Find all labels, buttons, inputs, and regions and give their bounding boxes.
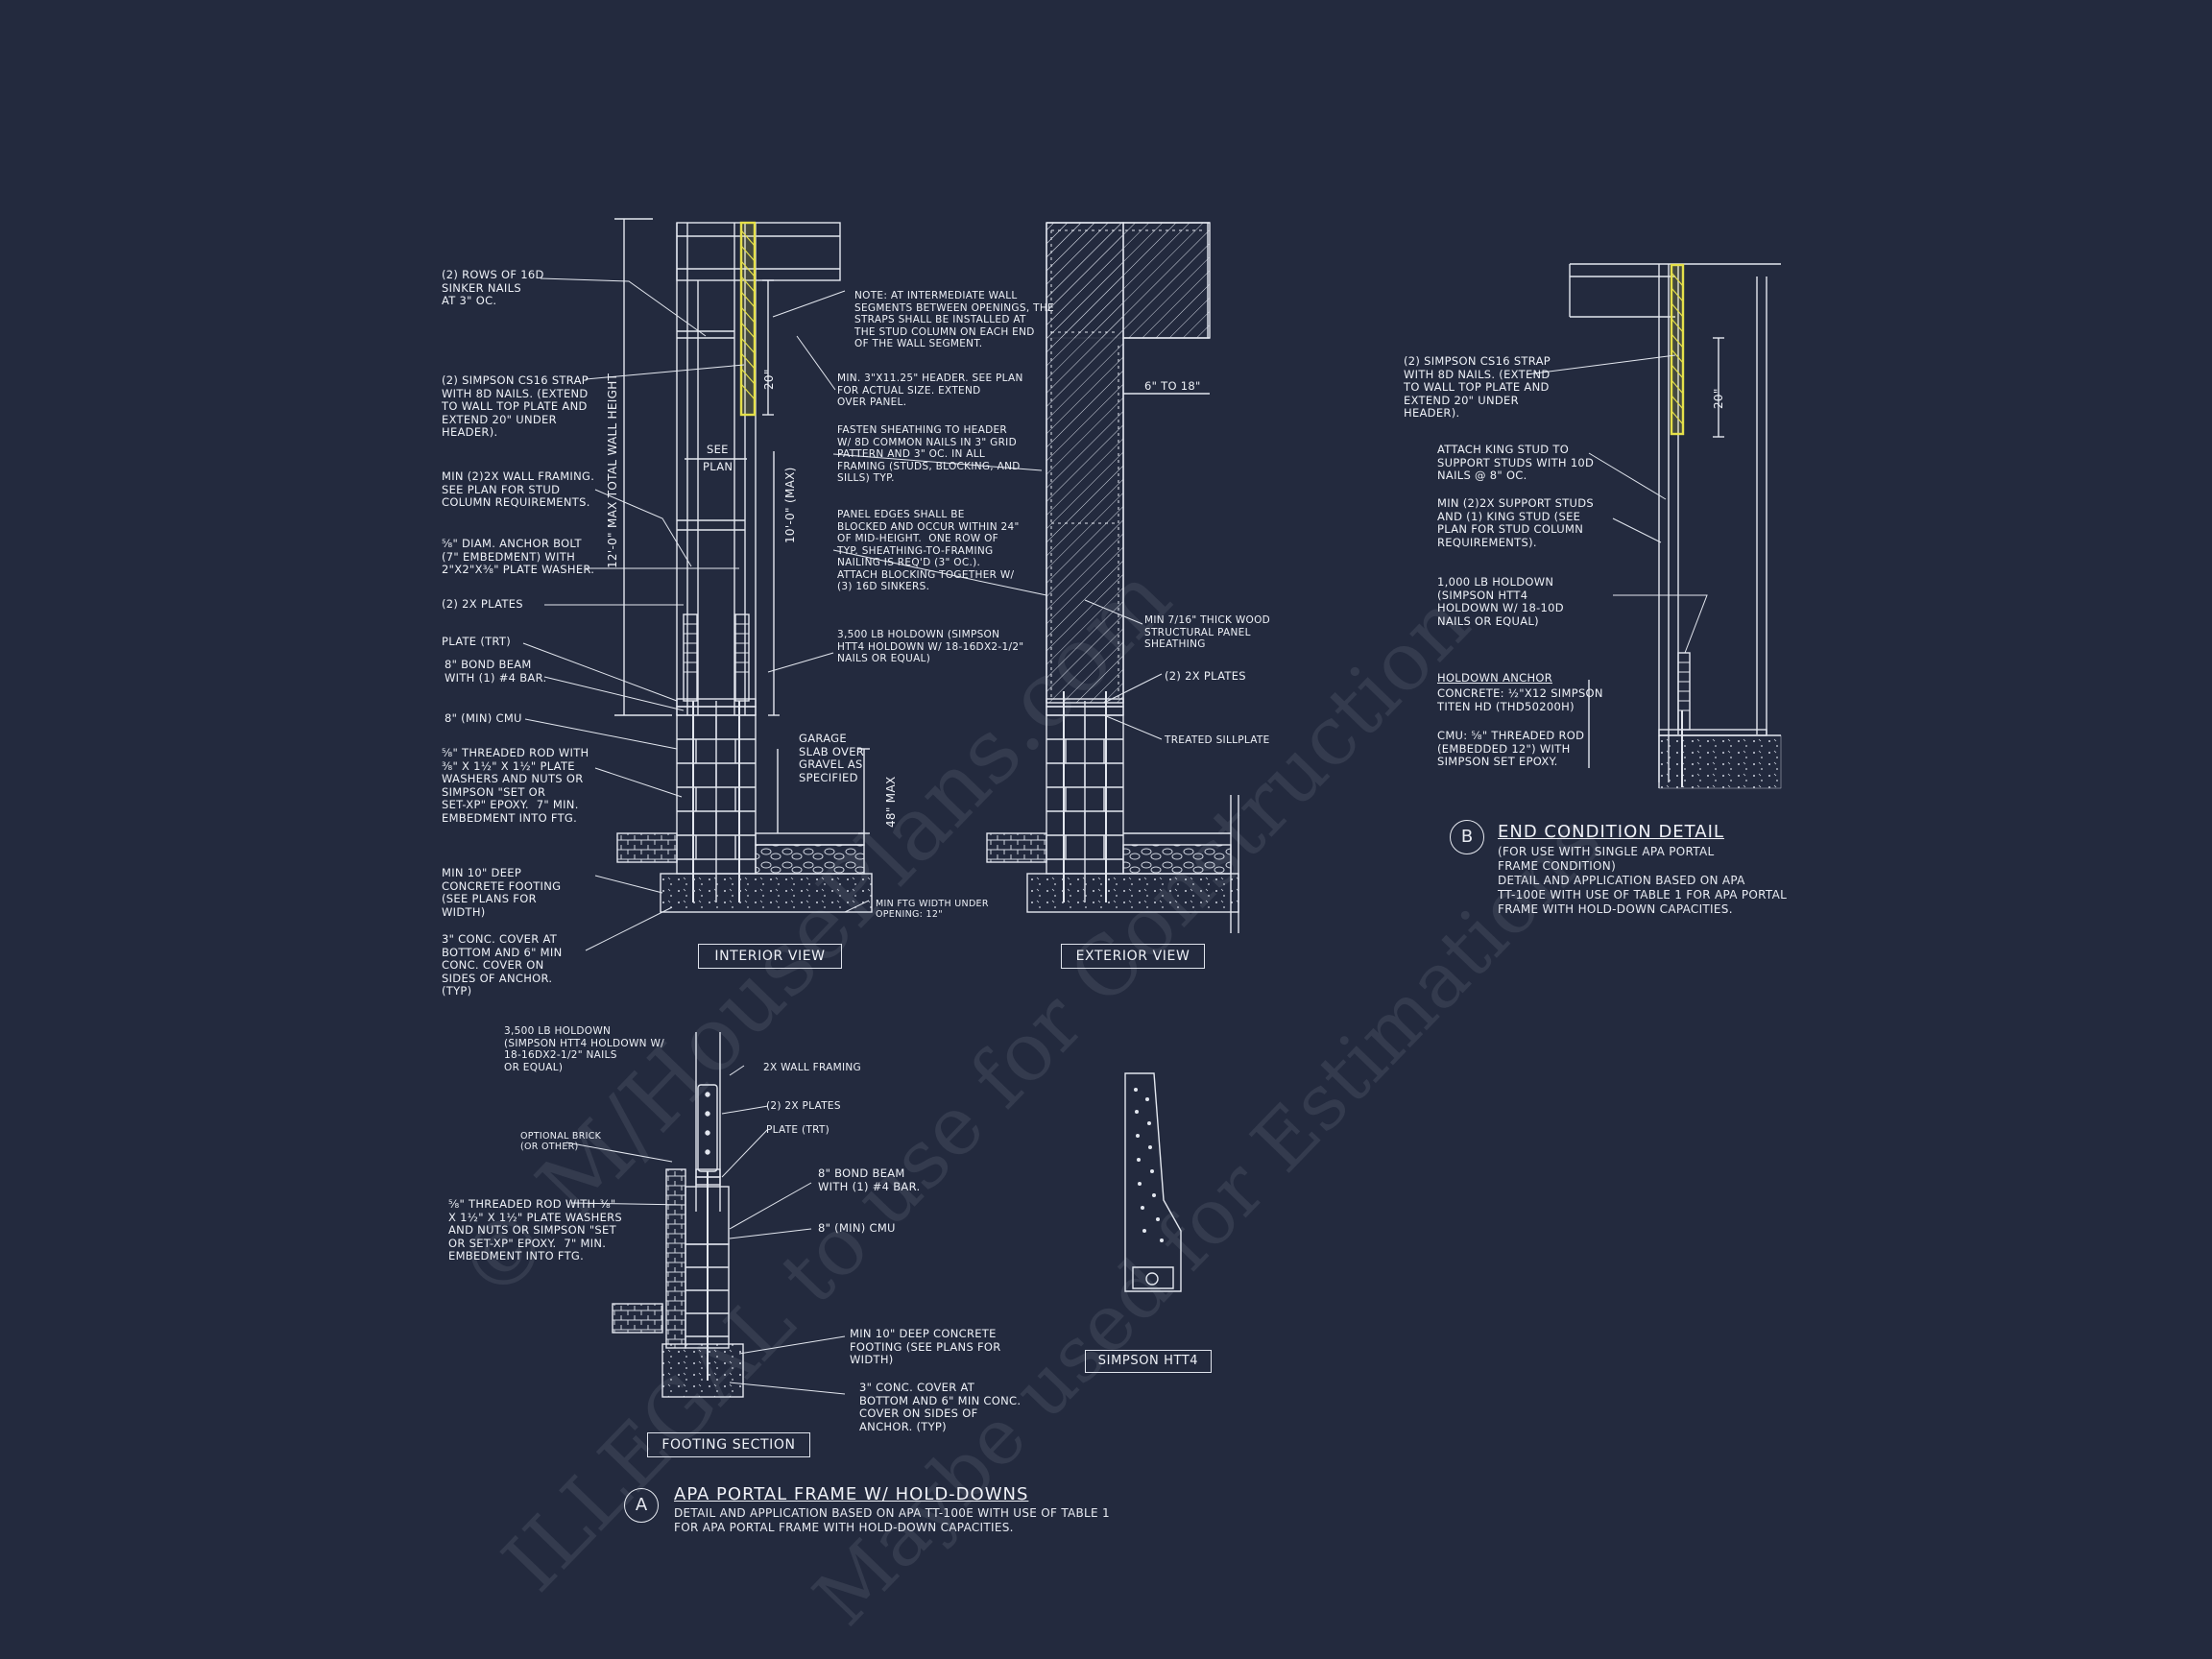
heading-end-condition: END CONDITION DETAIL bbox=[1498, 822, 1724, 842]
note-header: MIN. 3"x11.25" HEADER. SEE PLAN FOR ACTU… bbox=[837, 373, 1023, 408]
note-fs-threaded-rod: ⅝" THREADED ROD WITH ⅜" x 1½" x 1½" PLAT… bbox=[448, 1197, 623, 1262]
note-fs-3500-holdown: 3,500 LB HOLDOWN (SIMPSON HTT4 HOLDOWN W… bbox=[504, 1025, 664, 1073]
detail-marker-b: B bbox=[1450, 820, 1484, 854]
note-ext-2x-plates: (2) 2x PLATES bbox=[1165, 669, 1246, 683]
dim-10ft-max: 10'-0" (MAX) bbox=[783, 467, 797, 543]
detail-marker-a: A bbox=[624, 1488, 659, 1523]
desc-apa-portal-frame: DETAIL AND APPLICATION BASED ON APA TT-1… bbox=[674, 1506, 1110, 1534]
note-min-ftg-width: MIN FTG WIDTH UNDER OPENING: 12" bbox=[876, 899, 989, 920]
note-1000-holdown: 1,000 LB HOLDOWN (SIMPSON HTT4 HOLDOWN W… bbox=[1437, 575, 1564, 628]
dim-20in: 20" bbox=[762, 369, 776, 390]
note-conc-cover: 3" CONC. COVER AT BOTTOM AND 6" MIN CONC… bbox=[442, 932, 563, 998]
desc-end-condition: (FOR USE WITH SINGLE APA PORTAL FRAME CO… bbox=[1498, 845, 1788, 916]
note-holdown-anchor-heading: HOLDOWN ANCHOR bbox=[1437, 671, 1553, 685]
note-threaded-rod: ⅝" THREADED ROD WITH ⅜" x 1½" x 1½" PLAT… bbox=[442, 746, 589, 825]
note-fs-conc-cover: 3" CONC. COVER AT BOTTOM AND 6" MIN CONC… bbox=[859, 1381, 1022, 1433]
note-fs-optional-brick: OPTIONAL BRICK (OR OTHER) bbox=[520, 1131, 602, 1152]
dim-plan: PLAN bbox=[703, 460, 733, 473]
note-king-stud: ATTACH KING STUD TO SUPPORT STUDS WITH 1… bbox=[1437, 443, 1595, 482]
note-concrete-footing: MIN 10" DEEP CONCRETE FOOTING (SEE PLANS… bbox=[442, 866, 562, 919]
note-fs-plate-trt: PLATE (TRT) bbox=[766, 1124, 830, 1136]
note-fs-wall-framing: 2X WALL FRAMING bbox=[763, 1062, 861, 1073]
note-panel-edges: PANEL EDGES SHALL BE BLOCKED AND OCCUR W… bbox=[837, 509, 1020, 592]
note-treated-sillplate: TREATED SILLPLATE bbox=[1165, 734, 1270, 746]
note-support-studs: MIN (2)2X SUPPORT STUDS AND (1) KING STU… bbox=[1437, 496, 1594, 549]
note-garage-slab: GARAGE SLAB OVER GRAVEL AS SPECIFIED bbox=[799, 732, 865, 784]
note-bond-beam: 8" BOND BEAM WITH (1) #4 BAR. bbox=[445, 658, 547, 685]
dim-see: SEE bbox=[707, 443, 729, 456]
note-fasten-sheathing: FASTEN SHEATHING TO HEADER W/ 8d COMMON … bbox=[837, 424, 1021, 484]
note-cmu-rod: CMU: ⅝" THREADED ROD (EMBEDDED 12") WITH… bbox=[1437, 729, 1585, 768]
note-cmu: 8" (MIN) CMU bbox=[445, 711, 522, 725]
note-plate-trt: PLATE (TRT) bbox=[442, 635, 512, 648]
note-end-cs16-strap: (2) SIMPSON CS16 STRAP WITH 8d NAILS. (E… bbox=[1404, 354, 1551, 420]
title-exterior-view: EXTERIOR VIEW bbox=[1061, 944, 1205, 969]
note-sinker-nails: (2) ROWS OF 16d SINKER NAILS AT 3" OC. bbox=[442, 268, 544, 307]
title-footing-section: FOOTING SECTION bbox=[647, 1432, 810, 1457]
dim-48in-max: 48" MAX bbox=[884, 776, 898, 829]
note-2x-plates: (2) 2x PLATES bbox=[442, 597, 523, 611]
note-anchor-bolt: ⅝" DIAM. ANCHOR BOLT (7" EMBEDMENT) WITH… bbox=[442, 537, 595, 576]
heading-apa-portal-frame: APA PORTAL FRAME W/ HOLD-DOWNS bbox=[674, 1484, 1029, 1504]
note-wall-framing: MIN (2)2X WALL FRAMING. SEE PLAN FOR STU… bbox=[442, 469, 595, 509]
note-wood-sheathing: MIN 7/16" THICK WOOD STRUCTURAL PANEL SH… bbox=[1144, 614, 1271, 650]
note-fs-concrete-footing: MIN 10" DEEP CONCRETE FOOTING (SEE PLANS… bbox=[850, 1327, 1001, 1366]
dim-end-20in: 20" bbox=[1712, 388, 1725, 409]
note-fs-2x-plates: (2) 2x PLATES bbox=[766, 1100, 841, 1112]
dim-total-wall-height: 12'-0" MAX TOTAL WALL HEIGHT bbox=[606, 373, 619, 568]
note-fs-cmu: 8" (MIN) CMU bbox=[818, 1221, 896, 1235]
note-fs-bond-beam: 8" BOND BEAM WITH (1) #4 BAR. bbox=[818, 1166, 921, 1193]
title-simpson-htt4: SIMPSON HTT4 bbox=[1085, 1350, 1212, 1373]
title-interior-view: INTERIOR VIEW bbox=[698, 944, 842, 969]
note-3500-holdown: 3,500 LB HOLDOWN (SIMPSON HTT4 HOLDOWN W… bbox=[837, 629, 1024, 664]
note-intermediate-segments: NOTE: AT INTERMEDIATE WALL SEGMENTS BETW… bbox=[854, 290, 1054, 349]
note-cs16-strap: (2) SIMPSON CS16 STRAP WITH 8d NAILS. (E… bbox=[442, 373, 589, 439]
dim-6-to-18: 6" TO 18" bbox=[1144, 379, 1201, 393]
note-titen-hd: CONCRETE: ½"x12 SIMPSON TITEN HD (THD502… bbox=[1437, 686, 1603, 713]
